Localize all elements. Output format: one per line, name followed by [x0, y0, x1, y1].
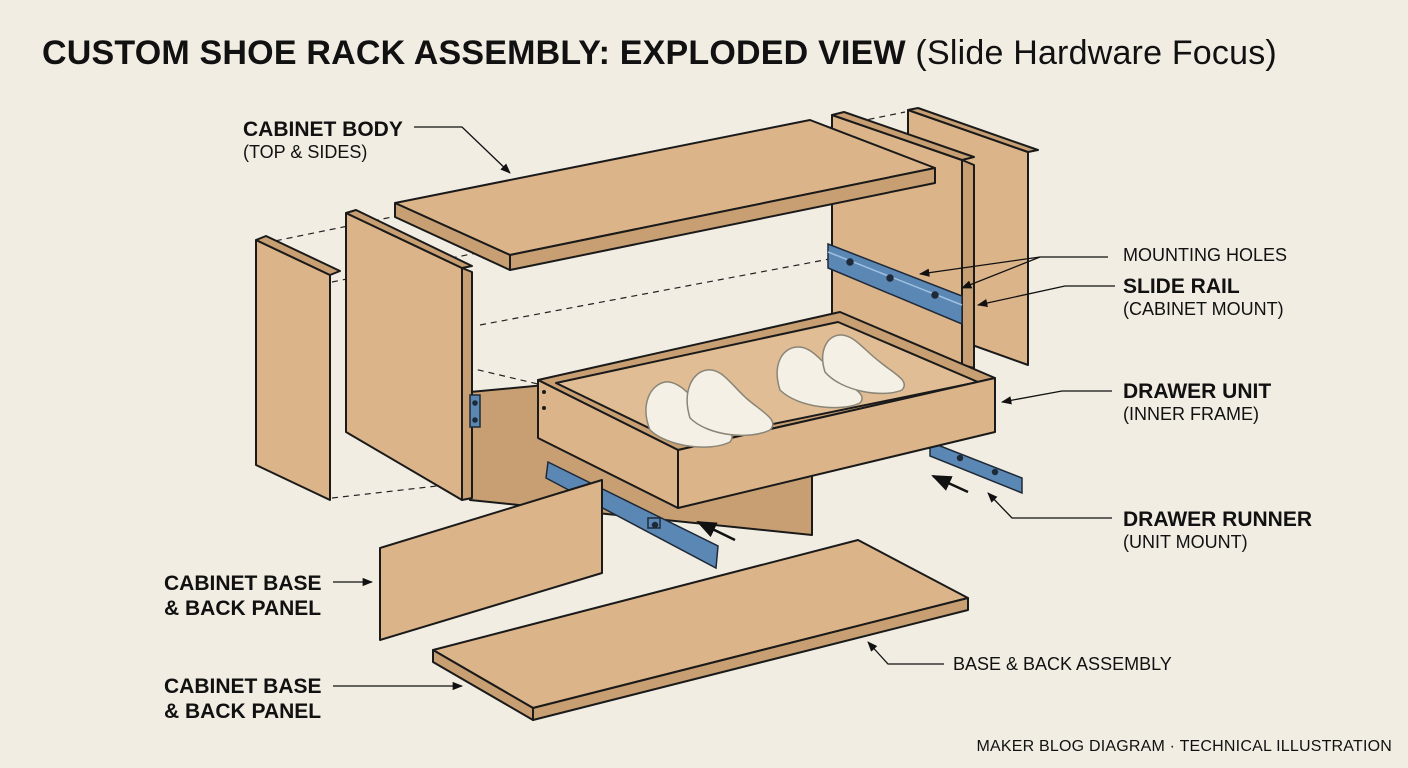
drawer-runner-title: DRAWER RUNNER [1123, 508, 1312, 531]
cabinet-base-1-line1: CABINET BASE [164, 572, 322, 595]
shoes-illustration [645, 334, 905, 448]
page-title: CUSTOM SHOE RACK ASSEMBLY: EXPLODED VIEW… [42, 34, 1277, 73]
slide-rail [827, 242, 963, 326]
label-drawer-unit: DRAWER UNIT (INNER FRAME) [1123, 379, 1271, 426]
bracket-small [469, 394, 481, 428]
cabinet-base-panel [379, 479, 603, 641]
label-base-back-assembly: BASE & BACK ASSEMBLY [953, 654, 1172, 676]
credit-footer: MAKER BLOG DIAGRAM · TECHNICAL ILLUSTRAT… [976, 738, 1392, 755]
label-cabinet-base-2: CABINET BASE & BACK PANEL [164, 674, 322, 724]
title-main: CUSTOM SHOE RACK ASSEMBLY: EXPLODED VIEW [42, 34, 906, 72]
cabinet-base-2-line1: CABINET BASE [164, 675, 322, 698]
drawer-runner-sub: (UNIT MOUNT) [1123, 532, 1248, 553]
base-back-assembly-title: BASE & BACK ASSEMBLY [953, 654, 1172, 674]
drawer-runner-right [929, 440, 1023, 495]
drawer-unit-title: DRAWER UNIT [1123, 380, 1272, 403]
label-cabinet-body: CABINET BODY (TOP & SIDES) [243, 117, 403, 164]
insertion-arrows [696, 474, 969, 542]
label-cabinet-base-1: CABINET BASE & BACK PANEL [164, 571, 322, 621]
slide-rail-title: SLIDE RAIL [1123, 275, 1240, 298]
base-back-assembly-board [432, 539, 969, 721]
label-slide-rail: SLIDE RAIL (CABINET MOUNT) [1123, 274, 1284, 321]
left-side-panel-inner [345, 209, 473, 501]
cabinet-base-2-line2: & BACK PANEL [164, 700, 322, 724]
mounting-holes-title: MOUNTING HOLES [1123, 245, 1288, 265]
left-side-panel-outer [255, 235, 341, 501]
cabinet-base-1-line2: & BACK PANEL [164, 597, 322, 621]
leader-lines [333, 126, 1115, 691]
slide-rail-sub: (CABINET MOUNT) [1123, 299, 1284, 320]
cabinet-body-title: CABINET BODY [243, 118, 403, 141]
label-mounting-holes: MOUNTING HOLES [1123, 245, 1287, 267]
cabinet-body-sub: (TOP & SIDES) [243, 142, 368, 163]
label-drawer-runner: DRAWER RUNNER (UNIT MOUNT) [1123, 507, 1312, 554]
top-panel [394, 119, 936, 271]
title-sub: (Slide Hardware Focus) [915, 34, 1277, 72]
drawer-unit-sub: (INNER FRAME) [1123, 404, 1259, 425]
